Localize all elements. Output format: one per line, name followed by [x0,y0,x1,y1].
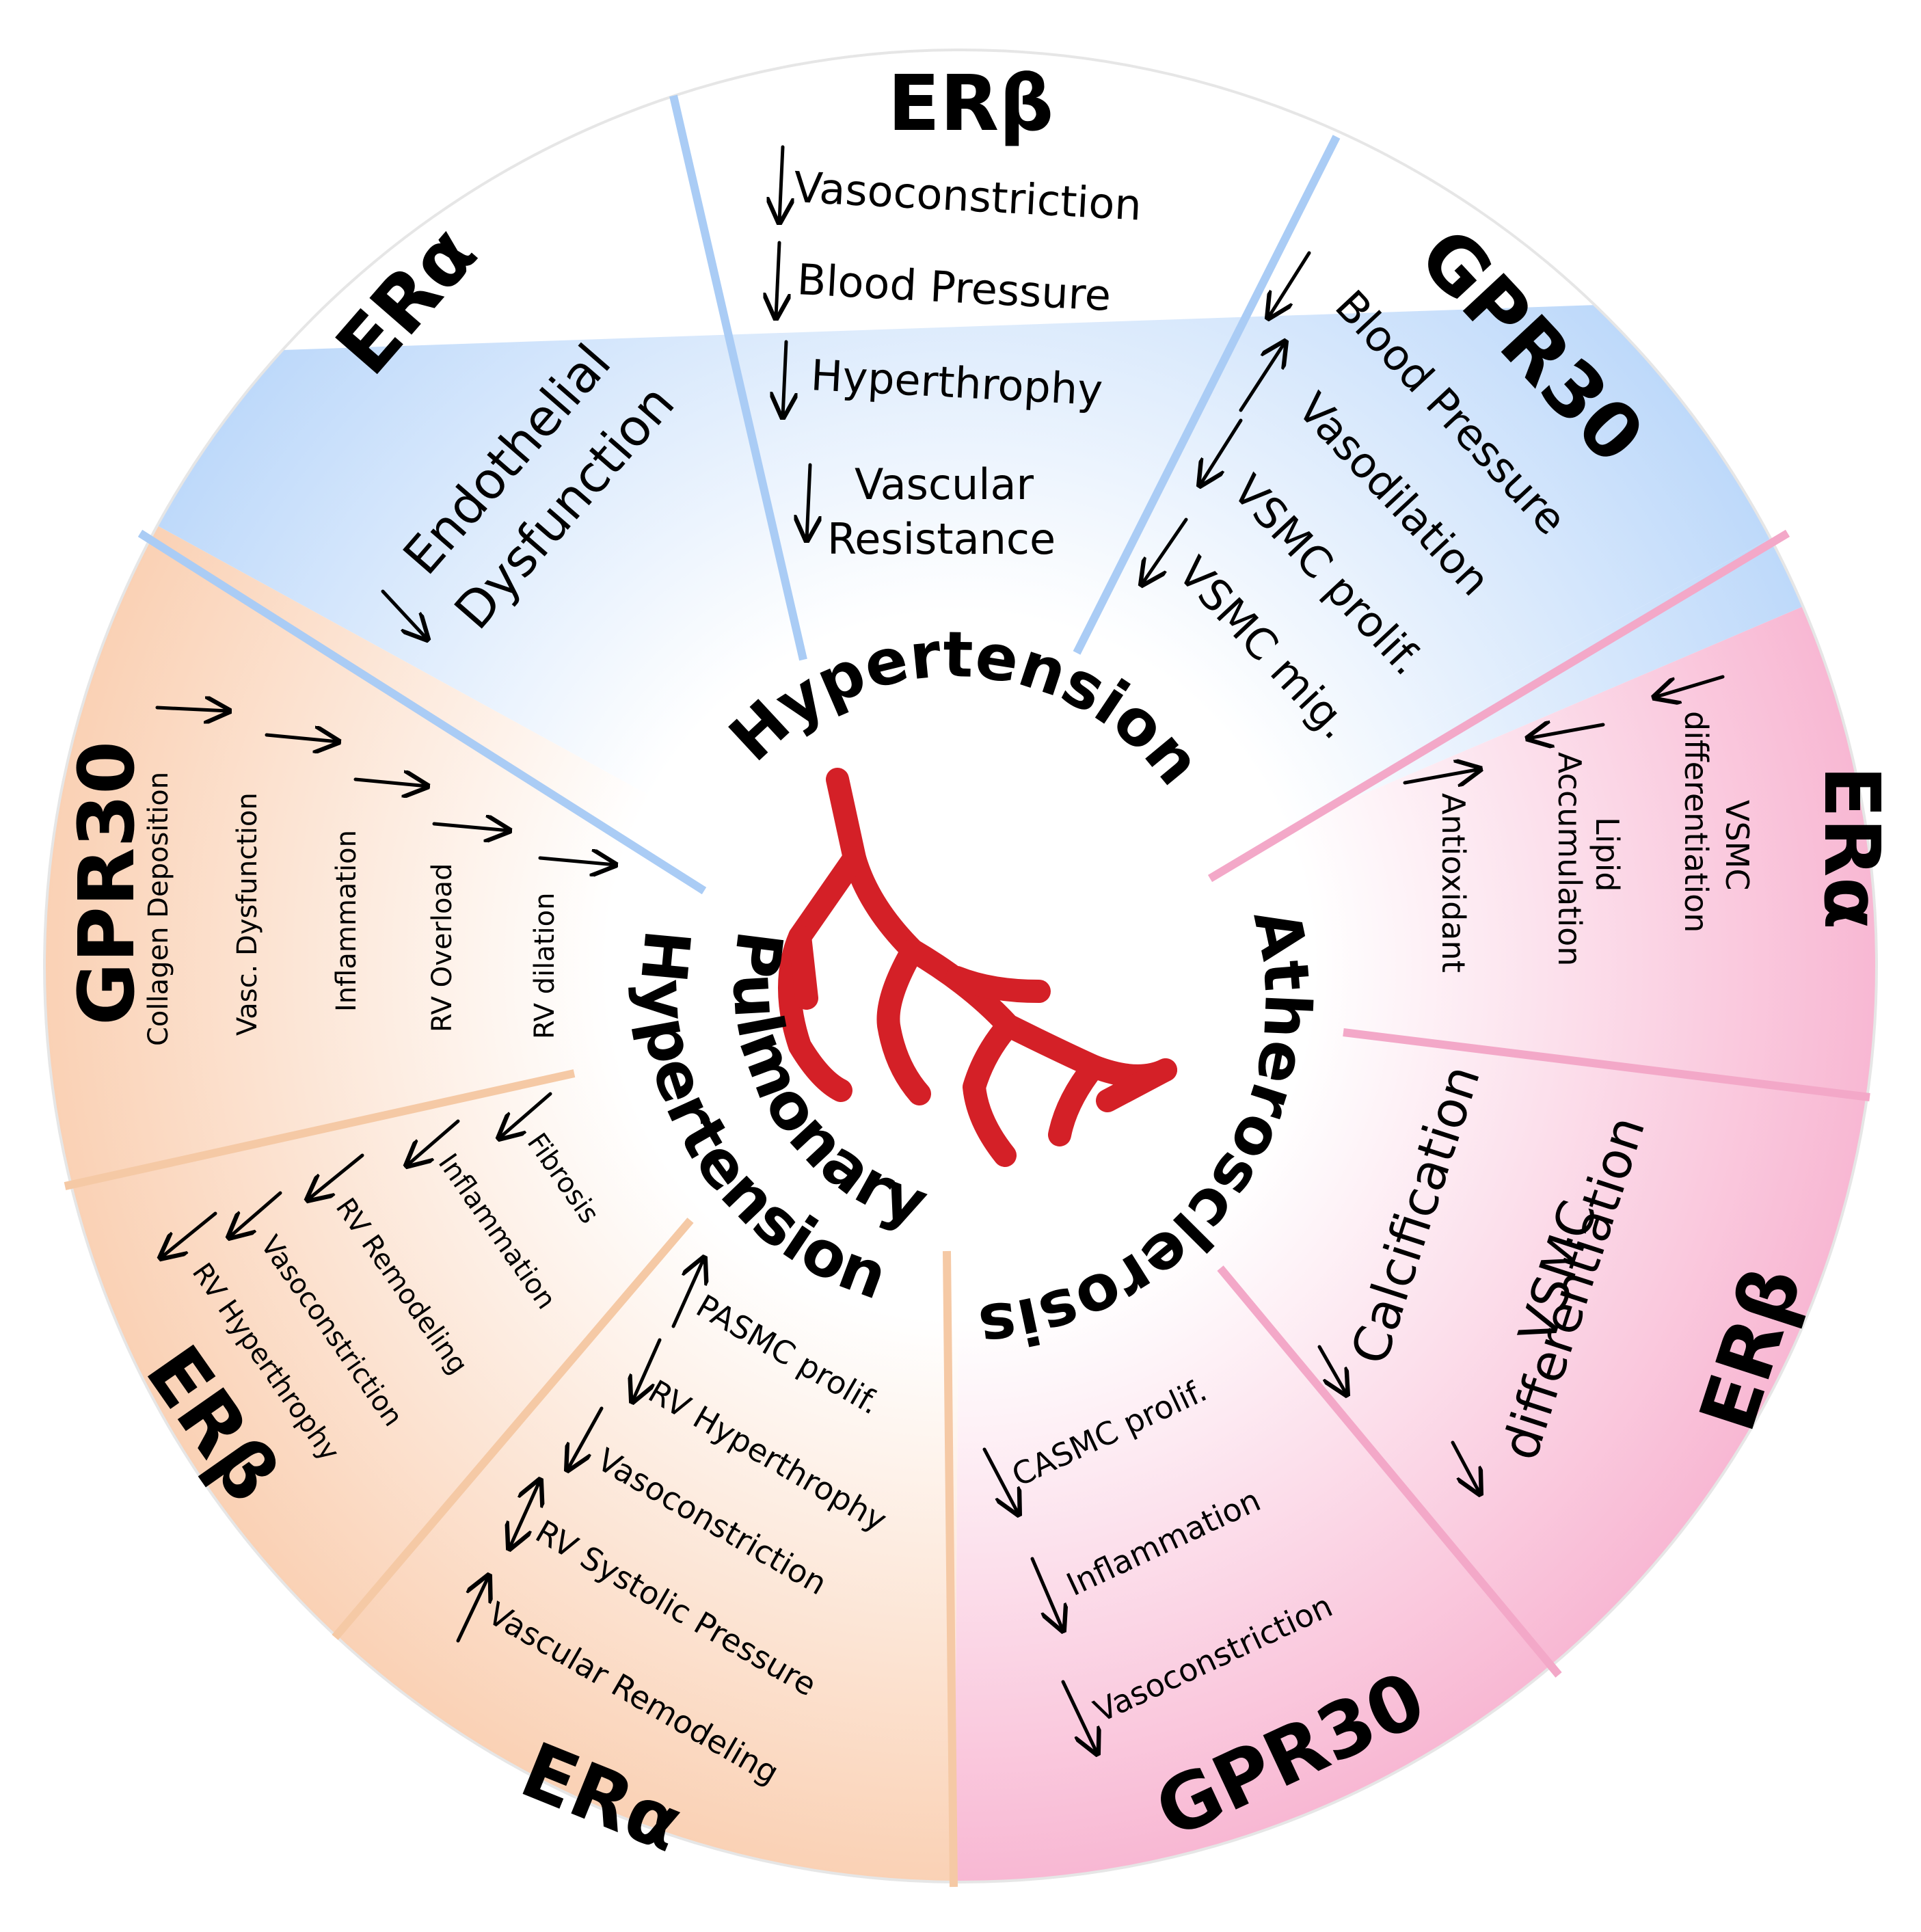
wheel-outline [43,49,1878,1883]
divider-lines [64,94,1870,1888]
down-arrow-icon [381,589,427,639]
down-arrow-icon [982,1447,1019,1514]
effect-label: Accumulation [1551,752,1588,966]
down-arrow-icon [1654,675,1725,697]
effect-label: Resistance [827,514,1056,564]
effect-label: RV Overload [427,863,458,1032]
down-arrow-icon [1142,518,1188,585]
divider-ath-beta-gpr [1217,1265,1562,1678]
effect-label: Antioxidant [1435,793,1472,973]
up-down-arrow-icon [509,1480,540,1548]
down-arrow-icon [308,1153,364,1200]
divider-ath-alpha-beta [1343,1028,1870,1101]
down-arrow-icon [407,1119,460,1166]
divider-hyp-beta-gpr [1073,135,1341,655]
effect-label: differentiation [1678,711,1715,933]
right-arrow-icon [155,708,229,711]
right-arrow-icon [265,735,338,742]
effect-label: Vasoconstriction [792,162,1142,230]
up-arrow-icon [671,1258,704,1328]
down-arrow-icon [1200,418,1243,485]
down-arrow-icon [1528,725,1605,738]
segment-hypertension-er-beta: ERβ Vasoconstriction Blood Pressure Hype… [776,59,1143,564]
down-arrow-icon [783,340,786,417]
down-arrow-icon [776,241,779,318]
hypertension-sector-right [960,282,1877,966]
down-arrow-icon [1030,1557,1063,1631]
effect-label: Lipid [1589,817,1626,892]
hypertension-sector [44,282,1877,966]
down-arrow-icon [229,1191,282,1237]
receptor-label: ERβ [888,59,1054,148]
receptor-label: GPR30 [63,741,152,1025]
receptor-label: ERα [1807,766,1896,930]
vessel-tree-icon [778,768,1177,1167]
down-arrow-icon [807,463,810,540]
right-arrow-icon [538,858,615,865]
divider-hyp-alpha-beta [669,94,807,661]
down-arrow-icon [1061,1680,1097,1754]
effect-label: Vascular [855,459,1034,509]
down-arrow-icon [567,1406,604,1470]
down-arrow-icon [1268,251,1311,318]
effect-label: RV dilation [529,893,561,1039]
right-arrow-icon [432,824,509,831]
effect-label: VSMC [1719,800,1756,890]
down-arrow-icon [499,1092,552,1138]
divider-hyp-ath [1207,529,1790,883]
up-arrow-icon [1403,769,1480,783]
segment-pulmonary-hypertension-gpr30: GPR30 Collagen Deposition Vasc. Dysfunct… [63,708,615,1046]
down-arrow-icon [1317,1345,1347,1395]
down-arrow-icon [779,145,783,222]
down-arrow-icon [632,1338,662,1401]
effect-label: Vasc. Dysfunction [232,792,263,1036]
divider-pah-beta-gpr [64,1069,576,1190]
effect-label: Blood Pressure [796,254,1112,321]
divider-pah-alpha-beta [332,1218,694,1640]
segment-atherosclerosis-er-alpha: ERα VSMC differentiation Lipid Accumulat… [1403,675,1896,973]
effect-label: Collagen Deposition [143,772,174,1046]
divider-ath-pah [943,1250,958,1888]
down-arrow-icon [161,1211,217,1258]
effect-label: Inflammation [331,830,362,1012]
up-arrow-icon [456,1576,489,1643]
right-arrow-icon [353,779,427,786]
up-arrow-icon [1239,342,1285,412]
down-arrow-icon [1451,1440,1480,1494]
divider-hyp-pah [137,529,707,895]
